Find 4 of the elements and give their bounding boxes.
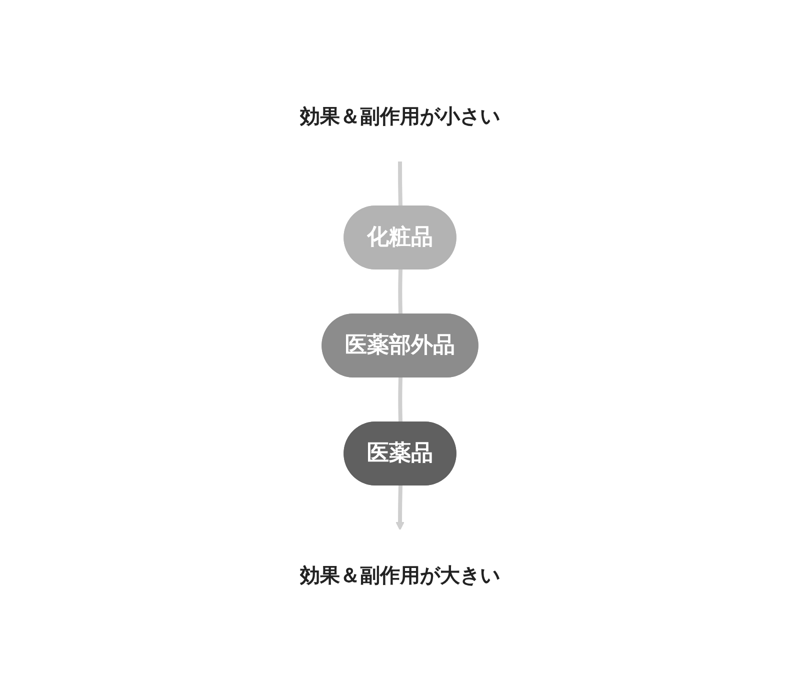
connector bbox=[398, 269, 402, 315]
connector bbox=[398, 377, 402, 423]
connector bbox=[398, 161, 402, 207]
arrow bbox=[396, 485, 404, 530]
